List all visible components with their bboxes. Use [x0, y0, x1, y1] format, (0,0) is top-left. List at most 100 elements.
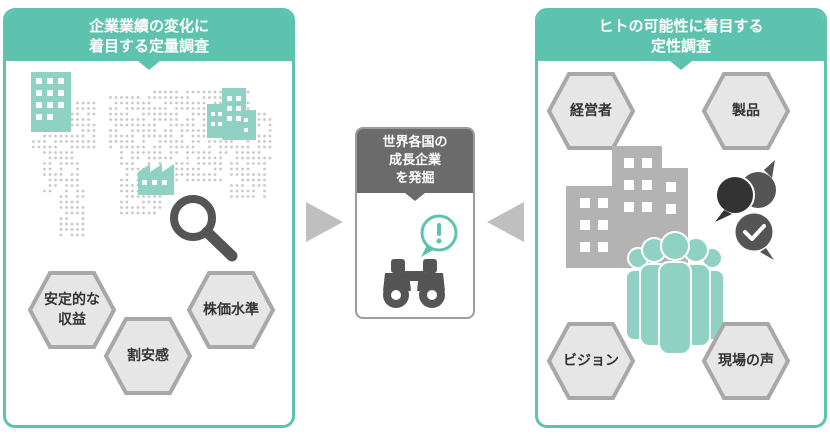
map-dot	[153, 90, 156, 94]
map-dot	[131, 123, 134, 127]
map-dot	[70, 222, 74, 226]
map-dot	[202, 156, 206, 160]
map-dot	[197, 156, 200, 160]
map-dot	[125, 189, 129, 193]
map-dot	[109, 145, 112, 149]
map-dot	[131, 151, 134, 154]
map-dot	[257, 184, 261, 187]
map-dot	[147, 96, 151, 99]
map-dot	[208, 151, 211, 154]
map-dot	[153, 195, 156, 198]
map-dot	[136, 101, 140, 105]
map-dot	[65, 162, 68, 165]
map-dot	[202, 162, 206, 165]
city-buildings-icon	[207, 88, 256, 140]
map-dot	[169, 151, 173, 154]
map-dot	[219, 140, 222, 143]
map-dot	[208, 156, 211, 160]
map-dot	[65, 189, 68, 193]
map-dot	[59, 173, 63, 176]
map-dot	[169, 156, 173, 160]
map-dot	[235, 156, 239, 160]
map-dot	[59, 151, 63, 154]
map-dot	[87, 101, 90, 105]
map-dot	[219, 156, 222, 160]
map-dot	[92, 140, 96, 143]
map-dot	[131, 129, 134, 132]
map-dot	[76, 189, 79, 193]
map-dot	[147, 107, 151, 110]
map-dot	[191, 134, 195, 138]
map-dot	[131, 107, 134, 110]
map-dot	[235, 151, 239, 154]
map-dot	[125, 96, 129, 99]
map-dot	[263, 173, 266, 176]
map-dot	[175, 167, 178, 171]
map-dot	[65, 195, 68, 198]
map-dot	[142, 140, 145, 143]
map-dot	[59, 178, 63, 182]
hexagon-share-price	[186, 271, 276, 349]
map-dot	[120, 156, 123, 160]
map-dot	[241, 156, 244, 160]
map-dot	[54, 184, 57, 187]
map-dot	[230, 140, 233, 143]
map-dot	[65, 222, 68, 226]
map-dot	[81, 189, 85, 193]
map-dot	[87, 118, 90, 121]
map-dot	[246, 167, 250, 171]
map-dot	[202, 151, 206, 154]
map-dot	[136, 129, 140, 132]
map-dot	[175, 162, 178, 165]
map-dot	[109, 107, 112, 110]
map-dot	[120, 162, 123, 165]
map-dot	[43, 173, 46, 176]
map-dot	[257, 173, 261, 176]
map-dot	[191, 140, 195, 143]
map-dot	[268, 123, 272, 127]
map-dot	[147, 129, 151, 132]
map-dot	[136, 195, 140, 198]
map-dot	[213, 156, 217, 160]
map-dot	[48, 134, 52, 138]
map-dot	[197, 167, 200, 171]
map-dot	[252, 195, 255, 198]
map-dot	[246, 162, 250, 165]
map-dot	[142, 118, 145, 121]
map-dot	[252, 178, 255, 182]
map-dot	[191, 90, 195, 94]
map-dot	[257, 134, 261, 138]
map-dot	[252, 162, 255, 165]
map-dot	[241, 173, 244, 176]
map-dot	[120, 151, 123, 154]
map-dot	[136, 123, 140, 127]
map-dot	[153, 145, 156, 149]
map-dot	[109, 112, 112, 116]
map-dot	[59, 156, 63, 160]
map-dot	[48, 173, 52, 176]
exclamation-bubble-icon	[420, 214, 458, 257]
map-dot	[191, 129, 195, 132]
map-dot	[257, 118, 261, 121]
map-dot	[131, 162, 134, 165]
map-dot	[197, 151, 200, 154]
hex-label-undervalued: 割安感	[127, 348, 169, 364]
map-dot	[186, 162, 189, 165]
map-dot	[76, 200, 79, 204]
map-dot	[153, 156, 156, 160]
map-dot	[186, 167, 189, 171]
map-dot	[246, 173, 250, 176]
map-dot	[131, 211, 134, 215]
map-dot	[109, 129, 112, 132]
map-dot	[142, 211, 145, 215]
discover-title-line-3: を発掘	[395, 171, 435, 186]
map-dot	[81, 228, 85, 231]
map-dot	[125, 107, 129, 110]
map-dot	[109, 140, 112, 143]
map-dot	[230, 184, 233, 187]
map-dot	[81, 140, 85, 143]
map-dot	[81, 107, 85, 110]
map-dot	[70, 145, 74, 149]
hexagon-field-voice	[701, 322, 791, 400]
map-dot	[37, 140, 41, 143]
